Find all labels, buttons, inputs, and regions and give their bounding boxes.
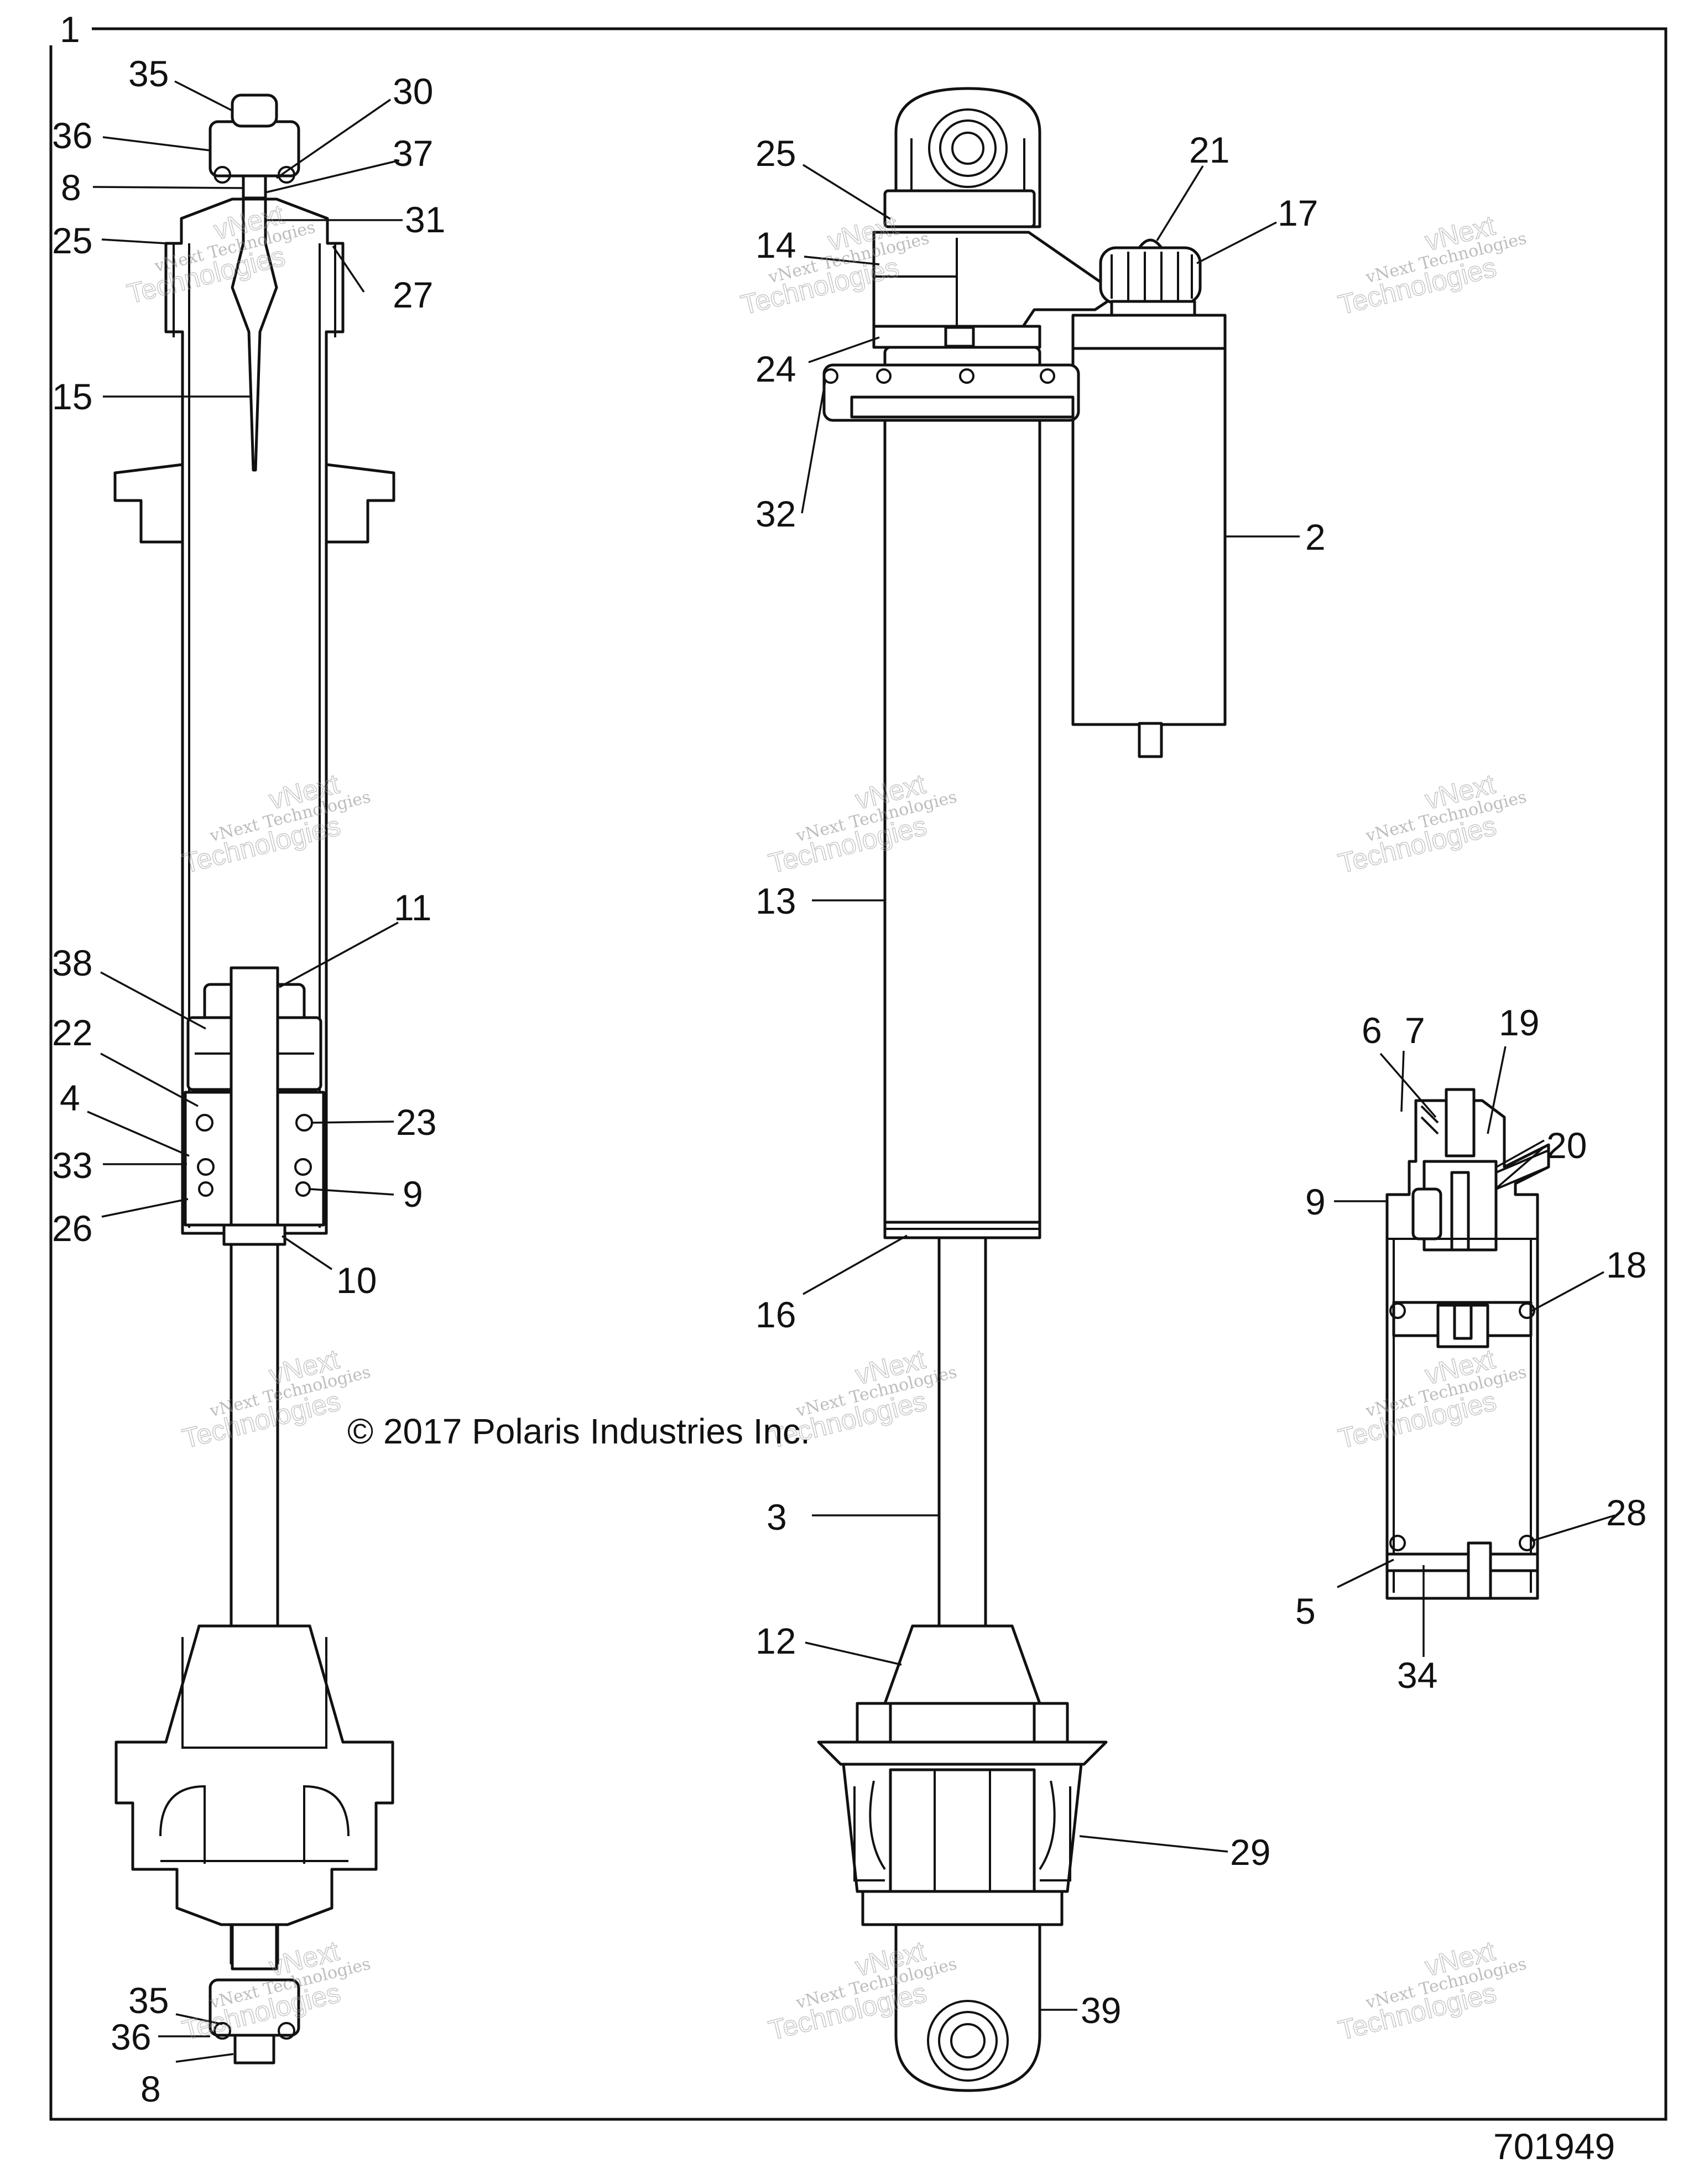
callout-33: 33 <box>52 1145 92 1186</box>
detail-leader-lines <box>1334 1046 1615 1657</box>
middle-callouts: 25 21 17 14 24 32 2 13 16 3 12 29 39 <box>755 129 1326 2031</box>
callout-16: 16 <box>755 1294 796 1335</box>
callout-22: 22 <box>52 1012 92 1053</box>
callout-29: 29 <box>1230 1832 1270 1873</box>
callout-5: 5 <box>1295 1591 1316 1632</box>
callout-11: 11 <box>394 887 432 928</box>
callout-34: 34 <box>1397 1655 1437 1696</box>
callout-28: 28 <box>1606 1492 1646 1533</box>
callout-20: 20 <box>1546 1125 1587 1166</box>
callout-24: 24 <box>755 348 796 389</box>
callout-27: 27 <box>393 274 433 315</box>
callout-19: 19 <box>1499 1002 1539 1043</box>
copyright-notice: © 2017 Polaris Industries Inc. <box>347 1411 810 1451</box>
middle-leader-lines <box>801 164 1300 2011</box>
callout-23: 23 <box>396 1102 436 1143</box>
callout-7: 7 <box>1405 1010 1425 1051</box>
callout-9-detail: 9 <box>1305 1181 1326 1222</box>
assembly-number: 1 <box>60 9 80 50</box>
left-leader-lines <box>87 80 403 2063</box>
callout-35-top: 35 <box>128 53 169 94</box>
callout-10: 10 <box>336 1260 377 1301</box>
left-callouts: 35 36 30 8 37 31 25 27 15 11 38 22 4 23 … <box>52 53 445 2109</box>
callout-14: 14 <box>755 225 796 265</box>
reservoir-detail-view <box>1385 1088 1550 1600</box>
callout-25-left: 25 <box>52 220 92 261</box>
callout-18: 18 <box>1606 1244 1646 1285</box>
callout-38: 38 <box>52 942 92 983</box>
detail-callouts: 6 7 19 20 9 18 28 5 34 <box>1295 1002 1646 1696</box>
callout-15: 15 <box>52 376 92 417</box>
callout-25-middle: 25 <box>755 133 796 174</box>
callout-6: 6 <box>1362 1010 1382 1051</box>
callout-31: 31 <box>405 199 445 240</box>
callout-35-bottom: 35 <box>128 1980 169 2021</box>
diagram-frame <box>49 27 1667 2121</box>
callout-12: 12 <box>755 1620 796 1661</box>
callout-3: 3 <box>767 1497 787 1537</box>
callout-9-left: 9 <box>403 1174 423 1215</box>
callout-8-bottom: 8 <box>140 2068 161 2109</box>
callout-26: 26 <box>52 1208 92 1249</box>
callout-37: 37 <box>393 133 433 174</box>
callout-17: 17 <box>1278 192 1318 233</box>
middle-exterior-view <box>817 87 1227 2092</box>
callout-36-top: 36 <box>52 115 92 156</box>
callout-30: 30 <box>393 71 433 112</box>
callout-32: 32 <box>755 493 796 534</box>
callout-2: 2 <box>1305 517 1326 557</box>
callout-39: 39 <box>1081 1990 1121 2031</box>
drawing-number: 701949 <box>1493 2126 1615 2167</box>
callout-8-top: 8 <box>61 167 81 208</box>
callout-36-bottom: 36 <box>111 2016 151 2057</box>
callout-13: 13 <box>755 880 796 921</box>
callout-21: 21 <box>1189 129 1229 170</box>
left-section-view <box>113 93 395 2065</box>
callout-4: 4 <box>60 1077 80 1118</box>
